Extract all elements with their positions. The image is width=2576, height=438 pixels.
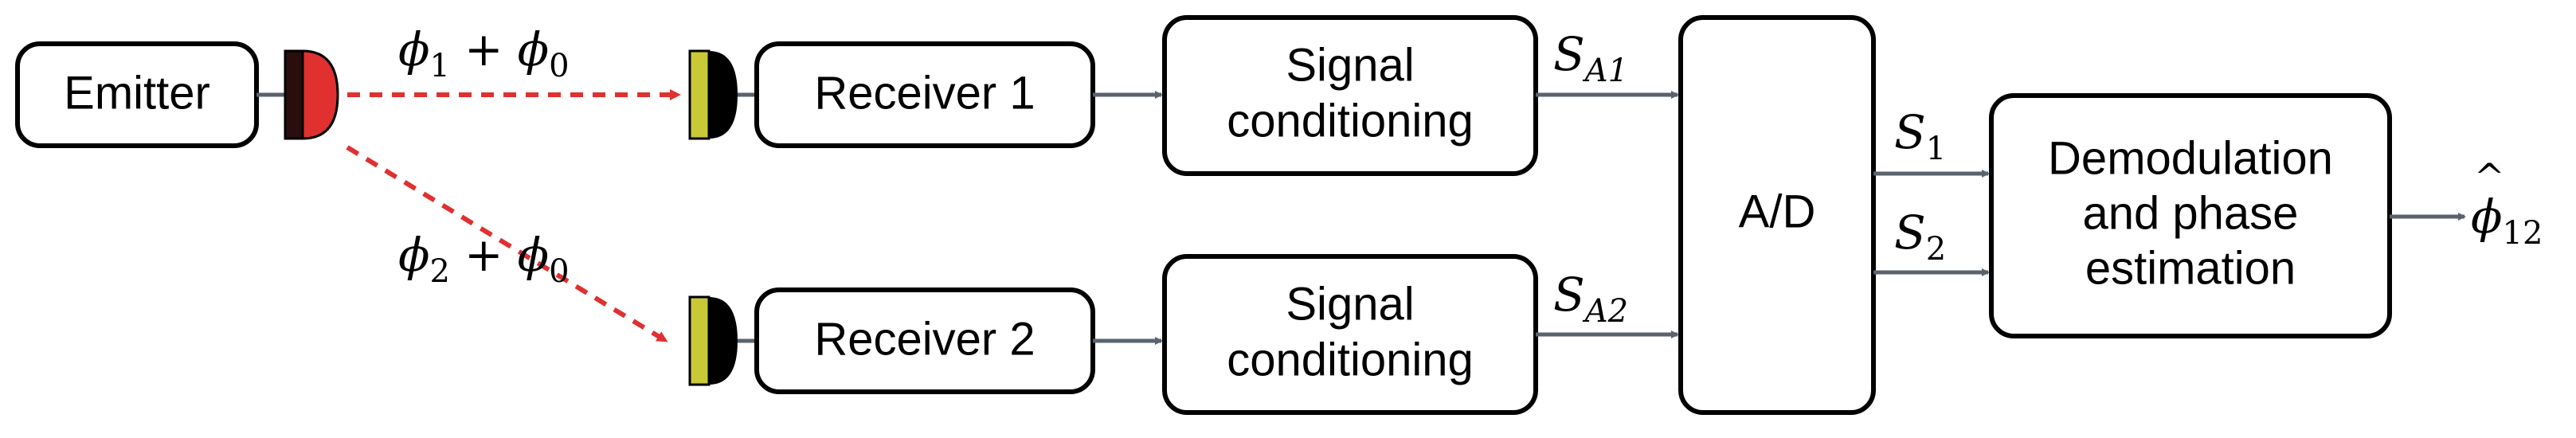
signal-sa2-sub: A2 (1582, 293, 1628, 330)
beam-1-phi: ϕ (398, 22, 430, 76)
beam-2-sub: 2 (430, 253, 450, 290)
beam-2-op: + (464, 228, 503, 282)
demod-line2: and phase (2083, 187, 2299, 239)
signal-s2-label: S2 (1894, 205, 1946, 268)
signal-s1-label: S1 (1894, 105, 1946, 167)
conditioning-1-block: Signal conditioning (1162, 15, 1538, 176)
emitter-label: Emitter (64, 67, 210, 119)
output-phase-label: ^ ϕ12 (2471, 155, 2543, 252)
conditioning-2-block: Signal conditioning (1162, 254, 1538, 415)
beam-to-receiver-2 (346, 145, 668, 343)
output-hat: ^ (2474, 155, 2505, 198)
demod-line3: estimation (2085, 242, 2296, 294)
detector-2-icon (688, 295, 738, 386)
detector-1-icon (688, 49, 738, 140)
receiver-2-block: Receiver 2 (688, 287, 1095, 394)
signal-s2-sub: 2 (1926, 231, 1946, 268)
output-phase-text: ϕ12 (2471, 190, 2543, 252)
receiver-2-label: Receiver 2 (814, 313, 1035, 365)
output-sub: 12 (2503, 215, 2543, 252)
conditioning-1-line2: conditioning (1227, 95, 1474, 147)
adc-block: A/D (1678, 15, 1876, 415)
output-phi: ϕ (2471, 190, 2503, 244)
conditioning-1-line1: Signal (1286, 39, 1414, 91)
conditioning-2-line2: conditioning (1227, 334, 1474, 385)
signal-sa2-label: SA2 (1553, 268, 1628, 330)
demod-line1: Demodulation (2048, 132, 2333, 184)
signal-sa1-label: SA1 (1553, 27, 1628, 89)
beam-1-phase-label: ϕ1+ϕ0 (398, 22, 570, 84)
adc-label: A/D (1739, 186, 1816, 237)
beam-2-sub0: 0 (549, 253, 569, 290)
signal-sa2-base: S (1553, 268, 1585, 322)
beam-1-sub0: 0 (549, 48, 569, 84)
emitter-block: Emitter (15, 41, 339, 148)
receiver-1-block: Receiver 1 (688, 41, 1095, 148)
signal-sa1-sub: A1 (1582, 53, 1628, 89)
beam-2-phi: ϕ (398, 228, 430, 282)
beam-1-sub: 1 (430, 48, 450, 84)
signal-s1-sub: 1 (1926, 131, 1946, 167)
demod-block: Demodulation and phase estimation (1989, 93, 2392, 338)
signal-s1-base: S (1894, 105, 1926, 159)
beam-1-op: + (464, 22, 503, 76)
signal-s2-base: S (1894, 205, 1926, 260)
adc-box (1678, 15, 1876, 415)
beam-1-phi0: ϕ (518, 22, 550, 76)
beam-2-phase-label: ϕ2+ϕ0 (398, 228, 570, 290)
conditioning-2-line1: Signal (1286, 278, 1414, 330)
receiver-1-label: Receiver 1 (814, 67, 1035, 119)
beam-2-phi0: ϕ (518, 228, 550, 282)
emitter-lens-icon (284, 49, 339, 140)
signal-sa1-base: S (1553, 27, 1585, 81)
